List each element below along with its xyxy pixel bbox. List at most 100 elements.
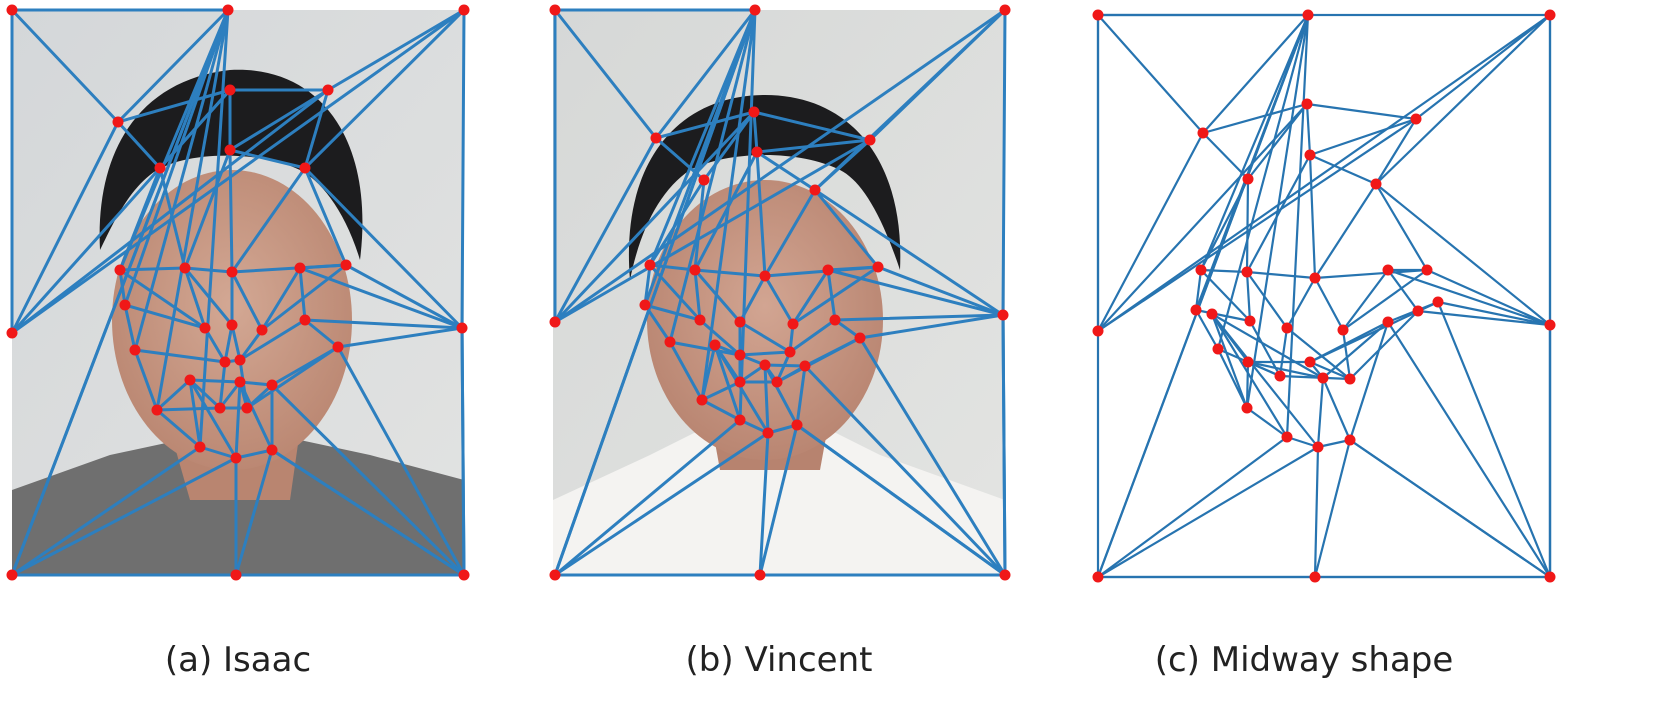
- mesh-edge: [1096, 435, 1289, 579]
- mesh-edge: [826, 265, 880, 272]
- mesh-edge: [668, 340, 742, 357]
- landmark-point: [266, 379, 278, 391]
- mesh-edge: [803, 336, 862, 368]
- mesh-edge: [1386, 320, 1552, 579]
- landmark-point: [1544, 319, 1556, 331]
- landmark-point: [226, 319, 238, 331]
- landmark-point: [256, 324, 268, 336]
- mesh-edge: [303, 8, 466, 170]
- landmark-point: [230, 452, 242, 464]
- mesh-edge: [693, 268, 742, 324]
- mesh-edge: [298, 263, 348, 270]
- landmark-point: [997, 309, 1009, 321]
- landmark-point: [1421, 264, 1433, 276]
- landmark-point: [458, 569, 470, 581]
- mesh-edge: [826, 268, 837, 322]
- mesh-edge: [876, 265, 1005, 317]
- landmark-point: [759, 359, 771, 371]
- landmark-point: [809, 184, 821, 196]
- landmark-point: [340, 259, 352, 271]
- landmark-point: [6, 327, 18, 339]
- landmark-point: [214, 402, 226, 414]
- mesh-edge: [1245, 270, 1252, 323]
- landmark-point: [1317, 372, 1329, 384]
- landmark-point: [1382, 264, 1394, 276]
- mesh-edge: [1278, 374, 1352, 381]
- mesh-edge: [654, 8, 757, 140]
- landmark-point: [1432, 296, 1444, 308]
- mesh-edge: [1313, 276, 1345, 332]
- landmark-point: [1212, 343, 1224, 355]
- mesh-edge: [336, 345, 466, 577]
- mesh-edge: [1313, 268, 1429, 280]
- mesh-edge: [344, 263, 464, 330]
- mesh-edge: [1245, 13, 1310, 410]
- mesh-edge: [1316, 376, 1325, 449]
- landmark-point: [234, 354, 246, 366]
- landmark-point: [224, 84, 236, 96]
- mesh-edge: [155, 8, 230, 412]
- landmark-point: [799, 360, 811, 372]
- landmark-point: [709, 339, 721, 351]
- mesh-edge: [133, 348, 159, 412]
- mesh-edge: [791, 268, 830, 326]
- mesh-edge: [118, 166, 162, 272]
- mesh-edge: [1313, 438, 1352, 579]
- mesh-edge: [1245, 406, 1289, 439]
- mesh-edge: [1348, 309, 1420, 381]
- mesh-edge: [1285, 13, 1310, 439]
- landmark-point: [864, 134, 876, 146]
- mesh-edge: [133, 348, 227, 364]
- mesh-edge: [1425, 268, 1552, 327]
- mesh-edge: [858, 336, 1007, 577]
- mesh-edge: [553, 431, 770, 577]
- landmark-point: [1304, 149, 1316, 161]
- mesh-edge: [1194, 308, 1252, 323]
- mesh-edge: [188, 378, 238, 460]
- mesh-edge: [238, 318, 307, 362]
- landmark-point: [226, 266, 238, 278]
- mesh-edge: [648, 263, 702, 322]
- mesh-edge: [1245, 270, 1317, 280]
- landmark-point: [184, 374, 196, 386]
- mesh-edge: [183, 266, 234, 274]
- landmark-point: [1382, 316, 1394, 328]
- mesh-edge: [1348, 438, 1552, 579]
- landmark-point: [1092, 9, 1104, 21]
- mesh-edge: [1199, 268, 1249, 274]
- mesh-edge: [460, 8, 466, 330]
- mesh-edge: [230, 270, 264, 332]
- landmark-point: [689, 264, 701, 276]
- mesh-edge: [303, 166, 464, 330]
- mesh-edge: [693, 178, 706, 272]
- mesh-edge: [1414, 13, 1552, 121]
- mesh-edge: [133, 8, 230, 352]
- landmark-point: [784, 346, 796, 358]
- mesh-edge: [1201, 131, 1250, 181]
- landmark-point: [549, 4, 561, 16]
- mesh-edge: [155, 406, 222, 412]
- mesh-edge: [234, 448, 274, 577]
- landmark-point: [1312, 441, 1324, 453]
- mesh-edge: [118, 266, 187, 272]
- landmark-point: [771, 376, 783, 388]
- mesh-edge: [270, 345, 340, 387]
- mesh-edge: [1374, 182, 1552, 327]
- mesh-edge: [10, 8, 120, 124]
- mesh-edge: [693, 150, 759, 272]
- landmark-point: [694, 314, 706, 326]
- panel-c-mesh: [1092, 9, 1556, 583]
- mesh-edge: [1096, 131, 1205, 333]
- mesh-edge: [668, 340, 704, 402]
- landmark-point: [1206, 308, 1218, 320]
- landmark-point: [791, 419, 803, 431]
- mesh-edge: [758, 431, 770, 577]
- mesh-edge: [1096, 102, 1309, 333]
- mesh-edge: [713, 343, 770, 435]
- landmark-point: [999, 4, 1011, 16]
- landmark-point: [1337, 324, 1349, 336]
- mesh-edge: [1246, 102, 1309, 181]
- mesh-edge: [218, 360, 227, 410]
